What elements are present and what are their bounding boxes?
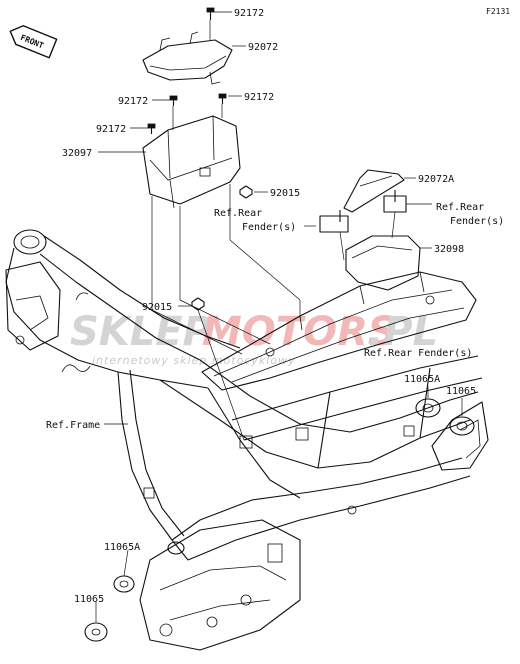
label-92172-top: 92172 [234,8,264,19]
label-92072: 92072 [248,42,278,53]
watermark-text-3: .PL [368,309,438,355]
watermark-text-1: SKLEP [70,309,212,355]
label-ref-rear-fender-1a: Ref.Rear [214,208,262,219]
rear-fender-assembly [201,271,477,391]
label-ref-rear-fender-3: Ref.Rear Fender(s) [364,348,472,359]
label-92172-lower: 92172 [96,124,126,135]
strap-92072A [343,169,405,213]
nut-92015-upper [239,185,253,199]
battery-case-32097 [142,115,241,209]
clip-left [319,210,349,233]
damper-11065A-right [415,398,441,418]
bracket-92072 [142,31,233,85]
damper-11065-right [449,416,475,436]
main-frame [5,229,489,651]
label-92015-upper: 92015 [270,188,300,199]
leader-lines [95,11,463,622]
bolt-92172-left [169,95,178,106]
bolt-92172-right [218,93,227,104]
watermark: SKLEP MOTORS .PL internetowy sklep motoc… [70,309,438,367]
label-32097: 32097 [62,148,92,159]
diagram-code: F2131 [486,7,510,16]
label-ref-frame: Ref.Frame [46,420,100,431]
label-92015-lower: 92015 [142,302,172,313]
watermark-tagline: internetowy sklep motocyklowy [92,354,296,367]
label-ref-rear-fender-1b: Fender(s) [242,222,296,233]
bolt-92172-lower [147,123,156,134]
part-labels: 92172 92072 92172 92172 92172 32097 9201… [46,8,504,605]
label-11065-left: 11065 [74,594,104,605]
label-ref-rear-fender-2a: Ref.Rear [436,202,484,213]
frame-grommet [167,541,185,555]
label-ref-rear-fender-2b: Fender(s) [450,216,504,227]
label-11065A-left: 11065A [104,542,140,553]
label-92072A: 92072A [418,174,454,185]
front-arrow-icon: FRONT [9,25,58,59]
damper-11065-left [84,622,108,642]
label-11065A-right: 11065A [404,374,440,385]
label-92172-left: 92172 [118,96,148,107]
damper-11065A-left [113,575,135,593]
bolt-92172-top [206,7,215,20]
label-92172-right: 92172 [244,92,274,103]
clip-right [383,190,407,213]
label-11065-right: 11065 [446,386,476,397]
label-32098: 32098 [434,244,464,255]
cover-32098 [345,235,421,291]
